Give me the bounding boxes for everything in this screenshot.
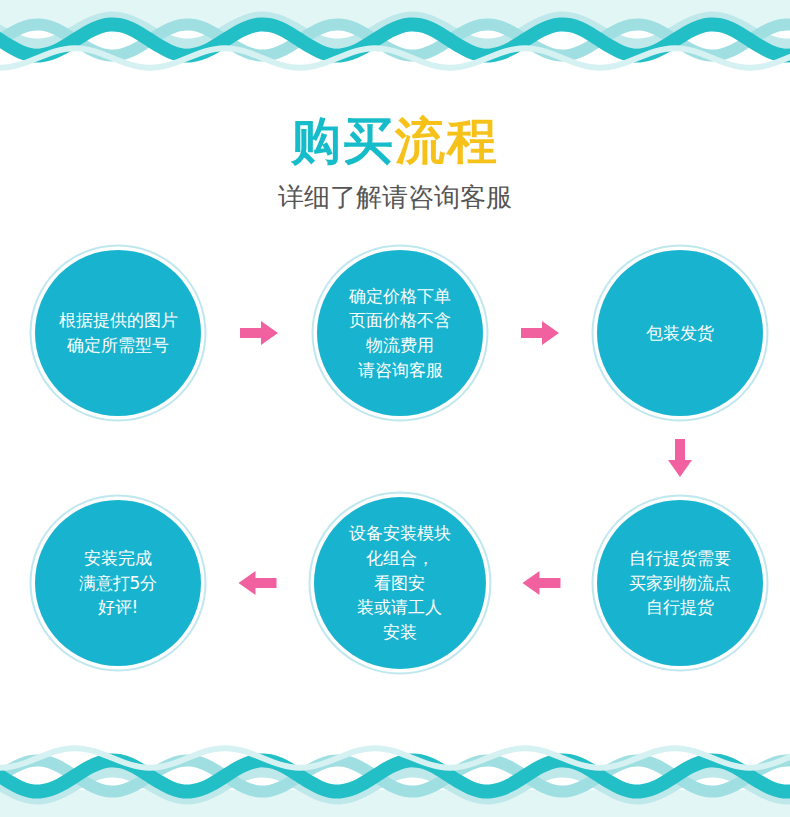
circle-fill <box>35 500 201 666</box>
outer-ring <box>593 246 768 421</box>
circle-fill <box>314 497 486 669</box>
outer-ring <box>31 246 206 421</box>
title: 购买流程 <box>291 112 499 170</box>
process-circle: 设备安装模块 化组合，看图安 装或请工人 安装 <box>308 491 492 675</box>
outer-ring <box>31 496 206 671</box>
wave-band <box>0 748 790 767</box>
process-circle: 根据提供的图片 确定所需型号 <box>29 244 207 422</box>
flow-arrow <box>668 439 692 477</box>
circle-shape <box>29 244 207 422</box>
wave-band <box>0 760 790 791</box>
flow-arrow <box>239 571 277 595</box>
step-text: 确定价格下单 页面价格不含 物流费用 请咨询客服 <box>349 284 451 383</box>
circle-shape <box>311 244 489 422</box>
outer-ring <box>310 493 491 674</box>
process-circle: 安装完成 满意打5分 好评! <box>29 494 207 672</box>
flow-arrow <box>522 571 560 595</box>
step-text: 安装完成 满意打5分 好评! <box>79 546 158 620</box>
subtitle: 详细了解请咨询客服 <box>278 182 512 212</box>
subtitle-row: 详细了解请咨询客服 <box>0 180 790 215</box>
flow-arrow <box>521 321 559 345</box>
wave-band <box>0 760 790 791</box>
outer-ring <box>593 496 768 671</box>
wave-band <box>0 48 790 67</box>
circle-fill <box>597 250 763 416</box>
process-circle: 包装发货 <box>591 244 769 422</box>
title-row: 购买流程 <box>0 108 790 175</box>
flow-arrow <box>240 321 278 345</box>
step-text: 根据提供的图片 确定所需型号 <box>59 308 178 357</box>
step-text: 包装发货 <box>646 321 714 346</box>
outer-ring <box>313 246 488 421</box>
step-text: 设备安装模块 化组合，看图安 装或请工人 安装 <box>349 521 451 644</box>
circle-fill <box>317 250 483 416</box>
process-circle: 自行提货需要 买家到物流点 自行提货 <box>591 494 769 672</box>
process-circle: 确定价格下单 页面价格不含 物流费用 请咨询客服 <box>311 244 489 422</box>
circle-fill <box>35 250 201 416</box>
circle-fill <box>597 500 763 666</box>
step-text: 自行提货需要 买家到物流点 自行提货 <box>629 546 731 620</box>
